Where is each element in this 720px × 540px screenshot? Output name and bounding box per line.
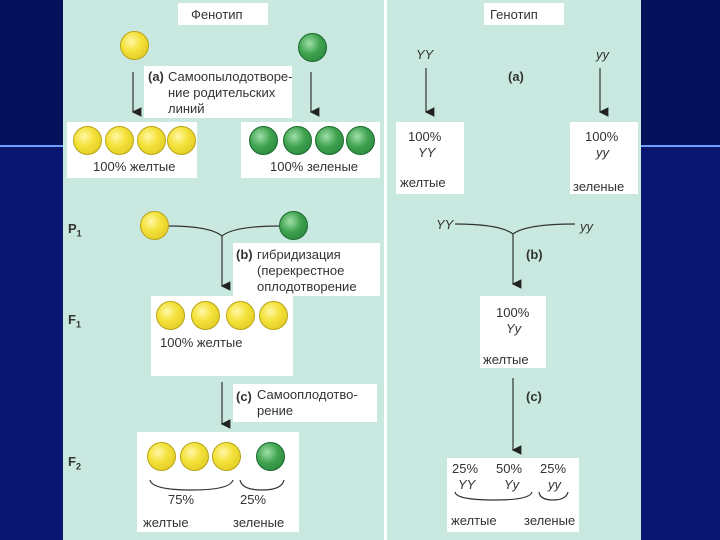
yellow-pea-f2 [180, 442, 209, 471]
genotype-cross-right: yy [580, 219, 593, 234]
step-b-text-3: оплодотворение [257, 279, 357, 294]
genotype-f2-pct-3: 25% [540, 461, 567, 476]
genotype-parent-right-word: зеленые [573, 179, 625, 194]
step-b-text-1: гибридизация [257, 247, 341, 262]
phenotype-f2-yellow-word: желтые [143, 515, 189, 530]
genotype-f2-geno-3: yy [548, 477, 561, 492]
step-b-text-2: (перекрестное [257, 263, 345, 278]
phenotype-f2-pct-yellow: 75% [168, 492, 195, 507]
generation-p1-label: P1 [68, 221, 82, 239]
genotype-parent-left-word: желтые [400, 175, 446, 190]
phenotype-f2-pct-green: 25% [240, 492, 267, 507]
genotype-f2-geno-1: YY [458, 477, 476, 492]
genotype-parent-left-geno: YY [418, 145, 436, 160]
phenotype-parent-green-label: 100% зеленые [270, 159, 359, 174]
decorative-line-left [0, 145, 70, 147]
step-c-box [233, 384, 377, 422]
step-c-text-1: Самооплодотво- [257, 387, 358, 402]
generation-f1-label: F1 [68, 312, 81, 330]
yellow-pea-p1 [140, 211, 169, 240]
step-b-box [233, 243, 380, 296]
genotype-f1-word: желтые [483, 352, 529, 367]
phenotype-f2-green-word: зеленые [233, 515, 285, 530]
green-pea [315, 126, 344, 155]
yellow-pea-f2 [212, 442, 241, 471]
genotype-f2-pct-1: 25% [452, 461, 479, 476]
genotype-parent-right-pct: 100% [585, 129, 619, 144]
genotype-parent-right-top: yy [596, 47, 609, 62]
step-a-text-3: линий [168, 101, 205, 116]
step-a-text-1: Самоопылодотворе- [168, 69, 293, 84]
header-phenotype-box [178, 3, 268, 25]
yellow-pea-parent [120, 31, 149, 60]
yellow-pea-f1 [156, 301, 185, 330]
genotype-f2-green-word: зеленые [524, 513, 576, 528]
panel-divider [384, 0, 387, 540]
yellow-pea [105, 126, 134, 155]
genotype-green-parent-box [570, 122, 638, 194]
yellow-pea [73, 126, 102, 155]
genotype-f1-box [480, 296, 546, 368]
genotype-f1-geno: Yy [506, 321, 522, 336]
genotype-f2-box [447, 458, 579, 532]
green-pea [346, 126, 375, 155]
step-a-box [144, 66, 292, 118]
genotype-f2-geno-2: Yy [504, 477, 520, 492]
green-pea-p1 [279, 211, 308, 240]
genotype-f2-pct-2: 50% [496, 461, 523, 476]
generation-f2-label: F2 [68, 454, 81, 472]
green-pea-parent [298, 33, 327, 62]
green-pea [283, 126, 312, 155]
genotype-cross-left: YY [436, 217, 454, 232]
yellow-pea-f2 [147, 442, 176, 471]
phenotype-f1-label: 100% желтые [160, 335, 243, 350]
green-pea [249, 126, 278, 155]
genotype-step-c-marker: (c) [526, 389, 542, 404]
yellow-pea-f1 [259, 301, 288, 330]
genotype-parent-left-top: YY [416, 47, 434, 62]
step-a-marker: (a) [148, 69, 164, 84]
step-a-text-2: ние родительских [168, 85, 276, 100]
phenotype-parent-yellow-label: 100% желтые [93, 159, 176, 174]
step-b-marker: (b) [236, 247, 253, 262]
genotype-f2-yellow-word: желтые [451, 513, 497, 528]
step-c-text-2: рение [257, 403, 294, 418]
genotype-yellow-parent-box [396, 122, 464, 194]
genotype-step-a-marker: (a) [508, 69, 524, 84]
step-c-marker: (c) [236, 389, 252, 404]
phenotype-header: Фенотип [191, 7, 243, 22]
genotype-parent-right-geno: yy [596, 145, 609, 160]
genotype-f1-pct: 100% [496, 305, 530, 320]
decorative-line-right [640, 145, 720, 147]
header-genotype-box [484, 3, 564, 25]
genotype-parent-left-pct: 100% [408, 129, 442, 144]
yellow-pea [167, 126, 196, 155]
yellow-pea-f1 [226, 301, 255, 330]
yellow-pea [137, 126, 166, 155]
green-pea-f2 [256, 442, 285, 471]
yellow-pea-f1 [191, 301, 220, 330]
genotype-step-b-marker: (b) [526, 247, 543, 262]
genotype-header: Генотип [490, 7, 538, 22]
